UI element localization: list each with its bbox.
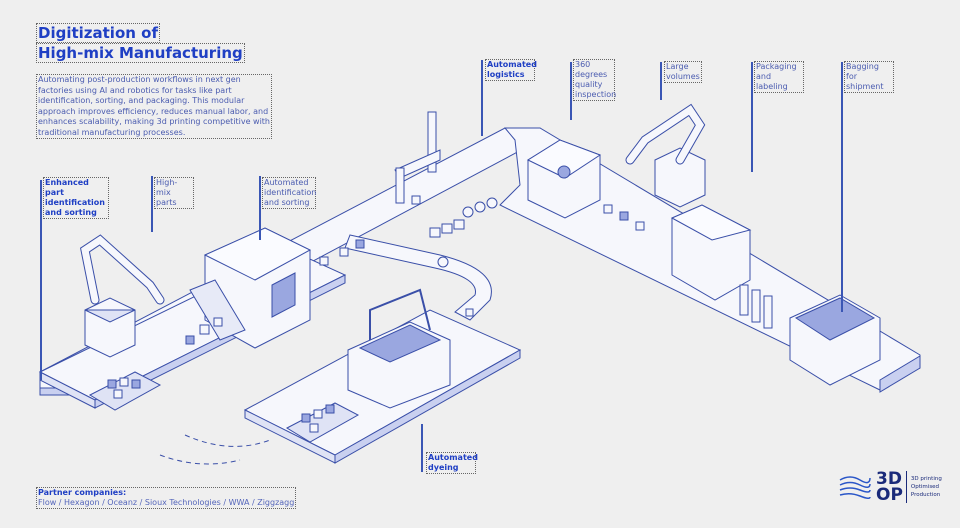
robot-arm-right <box>625 103 706 208</box>
label-enhanced: Enhanced part identification and sorting <box>43 177 109 219</box>
title-line-1: Digitization of <box>36 23 160 43</box>
label-inspection: 360 degrees quality inspection <box>573 59 617 101</box>
parts-tray-left <box>88 371 162 411</box>
packaging-machine <box>670 204 773 329</box>
callout-line <box>660 62 662 100</box>
robot-arm-left <box>79 234 165 358</box>
label-dyeing: Automated dyeing <box>426 452 478 474</box>
partners: Partner companies: Flow / Hexagon / Ocea… <box>36 487 297 509</box>
dyeing-machine <box>347 288 451 409</box>
intro-text: Automating post-production workflows in … <box>36 74 272 139</box>
callout-line <box>421 424 423 472</box>
inspection-station <box>526 139 602 219</box>
callout-line <box>151 176 153 232</box>
logo-waves-icon <box>839 476 871 500</box>
partners-list: Flow / Hexagon / Oceanz / Sioux Technolo… <box>38 498 295 507</box>
callout-line <box>841 62 843 312</box>
callout-line <box>259 176 261 240</box>
callout-line <box>751 62 753 172</box>
identification-scanner <box>189 227 312 349</box>
dashed-path <box>159 434 271 465</box>
label-auto-ident: Automated identification and sorting <box>262 177 317 209</box>
inspected-parts <box>603 204 645 231</box>
label-volumes: Large volumes <box>664 61 702 83</box>
callout-line <box>570 62 572 120</box>
conveyor-parts <box>185 195 498 345</box>
callout-line <box>481 60 483 136</box>
branch-conveyor <box>344 234 492 321</box>
label-bagging: Bagging for shipment <box>844 61 894 93</box>
partners-heading: Partner companies: <box>38 488 127 497</box>
parts-tray-dyeing <box>285 402 360 443</box>
label-packaging: Packaging and labeling <box>754 61 804 93</box>
page-title: Digitization of High-mix Manufacturing <box>36 23 245 63</box>
shipping-box <box>789 294 881 386</box>
title-line-2: High-mix Manufacturing <box>36 43 245 63</box>
gantry-robot <box>394 111 441 204</box>
label-high-mix: High-mix parts <box>154 177 194 209</box>
label-logistics: Automated logistics <box>485 59 537 81</box>
callout-line <box>40 180 42 380</box>
